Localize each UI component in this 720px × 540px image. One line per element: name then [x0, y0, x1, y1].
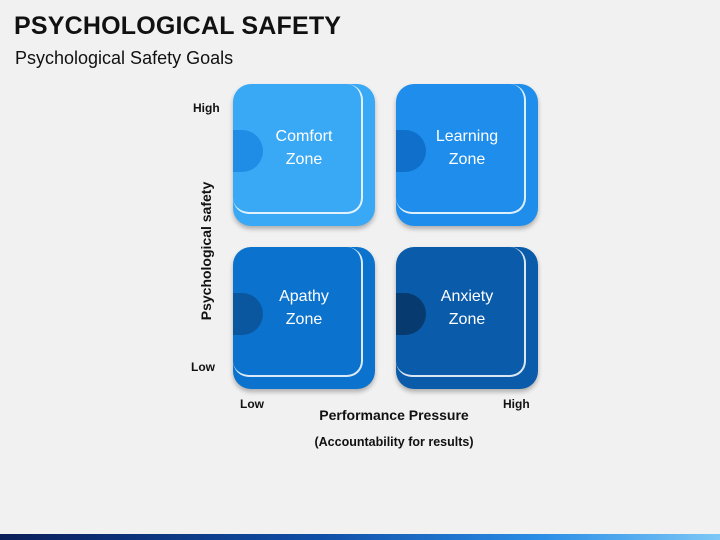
apathy-zone-tile: Apathy Zone: [233, 247, 375, 389]
footer-accent-bar: [0, 534, 720, 540]
y-axis-low-label: Low: [191, 360, 215, 374]
apathy-zone-label: Apathy Zone: [279, 288, 329, 328]
tile-inner-edge: [233, 84, 363, 214]
x-axis-high-label: High: [503, 397, 530, 411]
anxiety-zone-tile: Anxiety Zone: [396, 247, 538, 389]
x-axis-title: Performance Pressure: [319, 407, 469, 423]
tile-inner-edge: [233, 247, 363, 377]
x-axis-subtitle: (Accountability for results): [314, 435, 474, 449]
anxiety-zone-label: Anxiety Zone: [440, 288, 494, 328]
learning-zone-tile: Learning Zone: [396, 84, 538, 226]
page-subtitle: Psychological Safety Goals: [15, 48, 234, 68]
page-title: PSYCHOLOGICAL SAFETY: [14, 12, 342, 40]
comfort-zone-tile: Comfort Zone: [233, 84, 375, 226]
y-axis-high-label: High: [193, 101, 220, 115]
learning-zone-label: Learning Zone: [435, 128, 499, 168]
comfort-zone-label: Comfort Zone: [275, 128, 333, 168]
tile-inner-edge: [396, 84, 526, 214]
tile-inner-edge: [396, 247, 526, 377]
x-axis-low-label: Low: [240, 397, 264, 411]
y-axis-title: Psychological safety: [198, 181, 214, 321]
